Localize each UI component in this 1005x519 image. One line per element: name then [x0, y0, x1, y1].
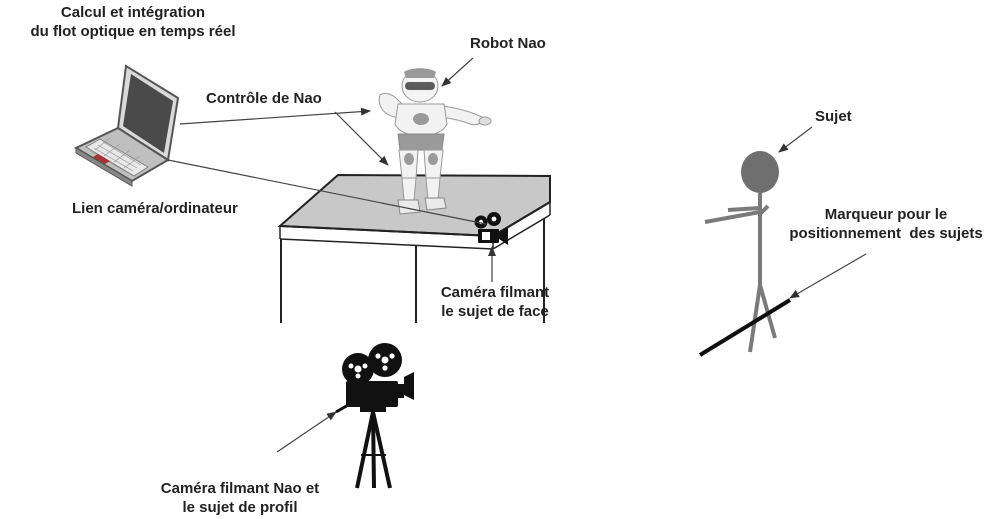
- robot-label: Robot Nao: [470, 34, 546, 53]
- subject-arrow: [779, 127, 812, 152]
- robot-arrow: [442, 58, 473, 86]
- marker-arrow: [790, 254, 866, 298]
- subject-figure: [705, 151, 779, 352]
- control-line: [180, 111, 370, 124]
- front-camera-label-line1: Caméra filmant: [420, 283, 570, 302]
- profile-camera-label: Caméra filmant Nao et le sujet de profil: [115, 479, 365, 517]
- marker-label-line2: positionnement des sujets: [770, 224, 1002, 243]
- marker-label-line1: Marqueur pour le: [770, 205, 1002, 224]
- positioning-marker-line: [700, 300, 790, 355]
- profile-camera-label-line1: Caméra filmant Nao et: [115, 479, 365, 498]
- laptop-icon: [76, 66, 178, 186]
- camera-link-label: Lien caméra/ordinateur: [72, 199, 238, 218]
- marker-label: Marqueur pour le positionnement des suje…: [770, 205, 1002, 243]
- front-camera-label: Caméra filmant le sujet de face: [420, 283, 570, 321]
- control-label: Contrôle de Nao: [206, 89, 322, 108]
- subject-label: Sujet: [815, 107, 852, 126]
- profile-camera-icon: [336, 343, 414, 488]
- computation-label-line2: du flot optique en temps réel: [8, 22, 258, 41]
- computation-label-line1: Calcul et intégration: [8, 3, 258, 22]
- profile-camera-label-line2: le sujet de profil: [115, 498, 365, 517]
- profile-camera-arrow: [277, 412, 336, 452]
- control-arrow: [335, 112, 388, 165]
- front-camera-label-line2: le sujet de face: [420, 302, 570, 321]
- computation-label: Calcul et intégration du flot optique en…: [8, 3, 258, 41]
